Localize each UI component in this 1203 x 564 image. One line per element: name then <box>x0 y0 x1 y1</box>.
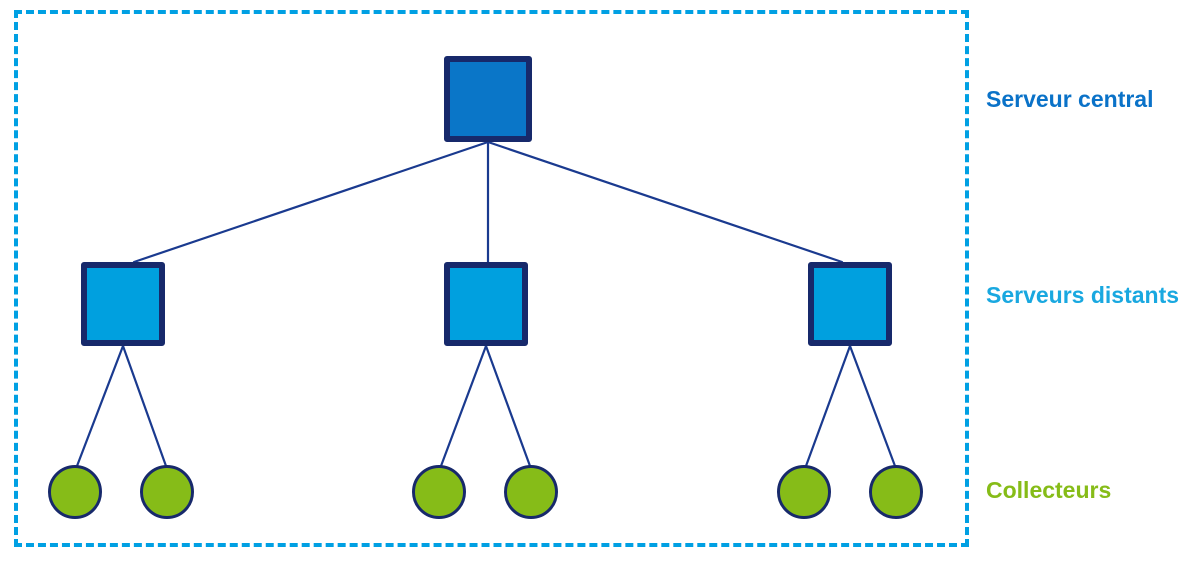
legend-label-central-server: Serveur central <box>986 86 1154 112</box>
node-collector-1[interactable] <box>48 465 102 519</box>
node-remote-server-2[interactable] <box>444 262 528 346</box>
node-collector-4[interactable] <box>504 465 558 519</box>
system-boundary-dashed-box <box>14 10 969 547</box>
node-collector-2[interactable] <box>140 465 194 519</box>
node-remote-server-1[interactable] <box>81 262 165 346</box>
node-remote-server-3[interactable] <box>808 262 892 346</box>
node-collector-3[interactable] <box>412 465 466 519</box>
legend-label-collectors: Collecteurs <box>986 477 1112 503</box>
legend-label-remote-servers: Serveurs distants <box>986 282 1180 308</box>
node-collector-6[interactable] <box>869 465 923 519</box>
node-central-server[interactable] <box>444 56 532 142</box>
node-collector-5[interactable] <box>777 465 831 519</box>
